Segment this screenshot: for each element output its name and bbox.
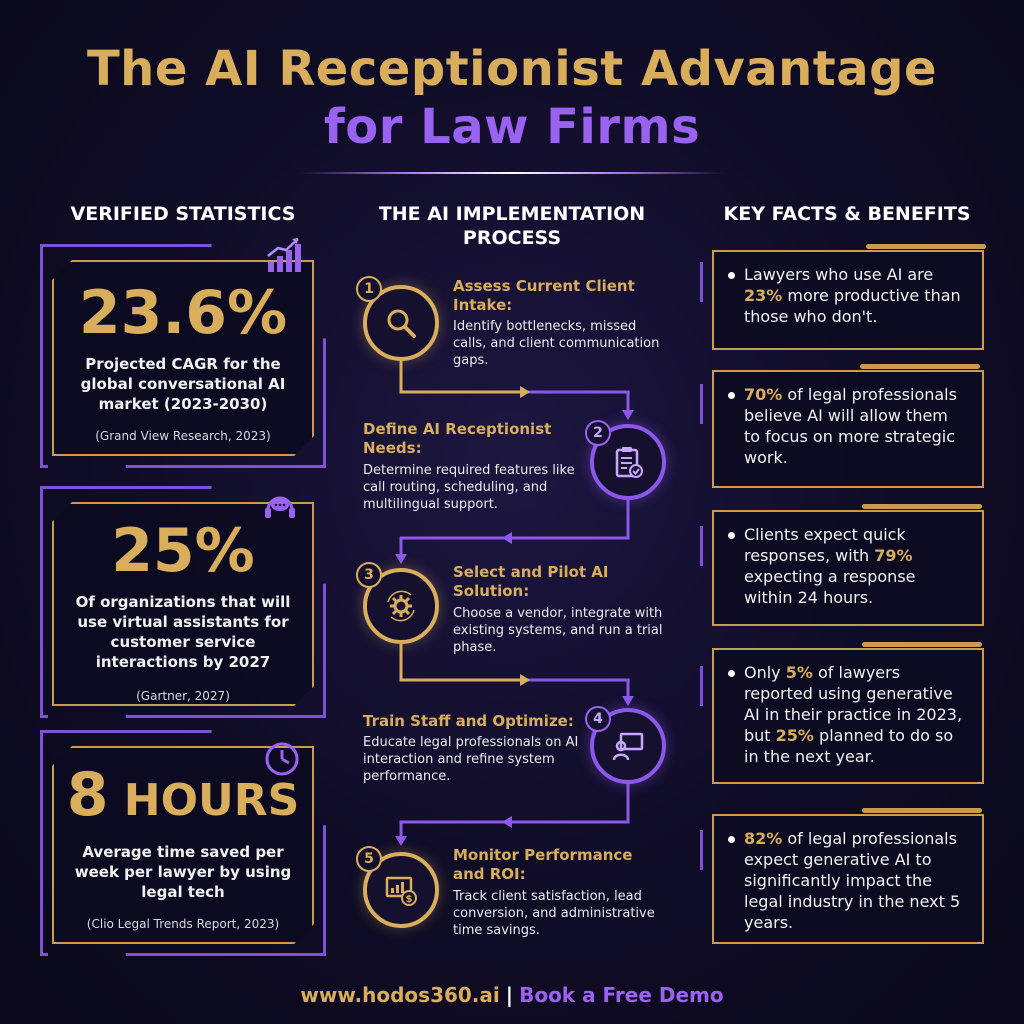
fact-highlight: 23% xyxy=(744,286,783,305)
fact-card-accent xyxy=(700,526,703,566)
step-icon-circle xyxy=(590,708,666,784)
step-title: Train Staff and Optimize: xyxy=(363,712,574,730)
verified-statistics-heading: VERIFIED STATISTICS xyxy=(70,203,296,225)
clipboard-checklist-icon xyxy=(615,447,643,478)
stat-source: (Grand View Research, 2023) xyxy=(95,429,271,443)
step-title: Monitor Performance and ROI: xyxy=(453,846,633,883)
bar-chart-growth-icon xyxy=(264,236,304,276)
step-text: Choose a vendor, integrate with existing… xyxy=(453,606,663,655)
stat-card: 8 HOURS Average time saved per week per … xyxy=(52,746,314,944)
page-title: The AI Receptionist Advantage for Law Fi… xyxy=(0,40,1024,156)
fact-highlight: 5% xyxy=(785,663,813,682)
fact-card: Lawyers who use AI are 23% more producti… xyxy=(712,250,984,350)
title-divider xyxy=(300,172,724,174)
title-line-2: for Law Firms xyxy=(323,99,701,155)
implementation-process-heading: THE AI IMPLEMENTATION PROCESS xyxy=(378,203,646,249)
presentation-screen-icon xyxy=(612,732,644,761)
step-text: Educate legal professionals on AI intera… xyxy=(363,735,579,784)
title-line-1: The AI Receptionist Advantage xyxy=(86,41,938,97)
chat-headset-icon xyxy=(260,488,300,528)
stat-description: Projected CAGR for the global conversati… xyxy=(80,355,286,413)
stat-value: 25% xyxy=(111,516,255,586)
stat-value-number: 8 xyxy=(66,760,109,830)
clock-icon xyxy=(262,738,302,778)
fact-card-accent xyxy=(700,262,703,302)
stat-value: 8 HOURS xyxy=(66,760,300,836)
fact-highlight: 79% xyxy=(874,546,913,565)
step-text: Track client satisfaction, lead conversi… xyxy=(453,889,655,938)
stat-source: (Clio Legal Trends Report, 2023) xyxy=(86,917,280,931)
step-icon-circle xyxy=(590,424,666,500)
stat-value-unit: HOURS xyxy=(123,775,300,826)
stat-source: (Gartner, 2027) xyxy=(136,689,230,703)
fact-card: Clients expect quick responses, with 79%… xyxy=(712,510,984,626)
step-number: 5 xyxy=(356,846,382,872)
key-facts-heading: KEY FACTS & BENEFITS xyxy=(723,203,971,225)
step-number: 2 xyxy=(585,420,611,446)
magnifier-icon xyxy=(387,309,416,338)
book-demo-link[interactable]: Book a Free Demo xyxy=(519,983,724,1007)
step-title: Define AI Receptionist Needs: xyxy=(363,420,552,457)
fact-card: 70% of legal professionals believe AI wi… xyxy=(712,370,984,488)
svg-text:$: $ xyxy=(406,894,413,905)
stat-card: 23.6% Projected CAGR for the global conv… xyxy=(52,260,314,456)
stat-card: 25% Of organizations that will use virtu… xyxy=(52,502,314,706)
fact-card-accent xyxy=(700,666,703,706)
step-icon-circle: $ xyxy=(363,852,439,928)
fact-card: 82% of legal professionals expect genera… xyxy=(712,814,984,944)
fact-card-accent xyxy=(862,504,982,509)
footer: www.hodos360.ai|Book a Free Demo xyxy=(0,982,1024,1008)
stat-description: Of organizations that will use virtual a… xyxy=(75,593,291,671)
fact-card-accent xyxy=(866,244,986,249)
step-number: 1 xyxy=(356,276,382,302)
fact-card-accent xyxy=(700,830,703,870)
step-text: Identify bottlenecks, missed calls, and … xyxy=(453,319,660,368)
fact-card-accent xyxy=(862,808,982,813)
dashboard-dollar-icon: $ xyxy=(385,876,417,906)
stat-value: 23.6% xyxy=(78,278,288,348)
step-title: Assess Current Client Intake: xyxy=(453,277,635,314)
fact-highlight: 82% xyxy=(744,829,783,848)
fact-card: Only 5% of lawyers reported using genera… xyxy=(712,648,984,784)
step-number: 4 xyxy=(585,706,611,732)
website-link[interactable]: www.hodos360.ai xyxy=(300,983,500,1007)
fact-card-accent xyxy=(860,364,980,369)
step-text: Determine required features like call ro… xyxy=(363,463,575,512)
footer-separator: | xyxy=(505,983,514,1007)
fact-card-accent xyxy=(700,384,703,424)
fact-highlight: 25% xyxy=(775,726,814,745)
step-number: 3 xyxy=(356,562,382,588)
step-title: Select and Pilot AI Solution: xyxy=(453,563,609,600)
gear-cycle-icon xyxy=(387,590,415,622)
fact-card-accent xyxy=(862,642,982,647)
fact-highlight: 70% xyxy=(744,385,783,404)
stat-description: Average time saved per week per lawyer b… xyxy=(74,843,292,901)
